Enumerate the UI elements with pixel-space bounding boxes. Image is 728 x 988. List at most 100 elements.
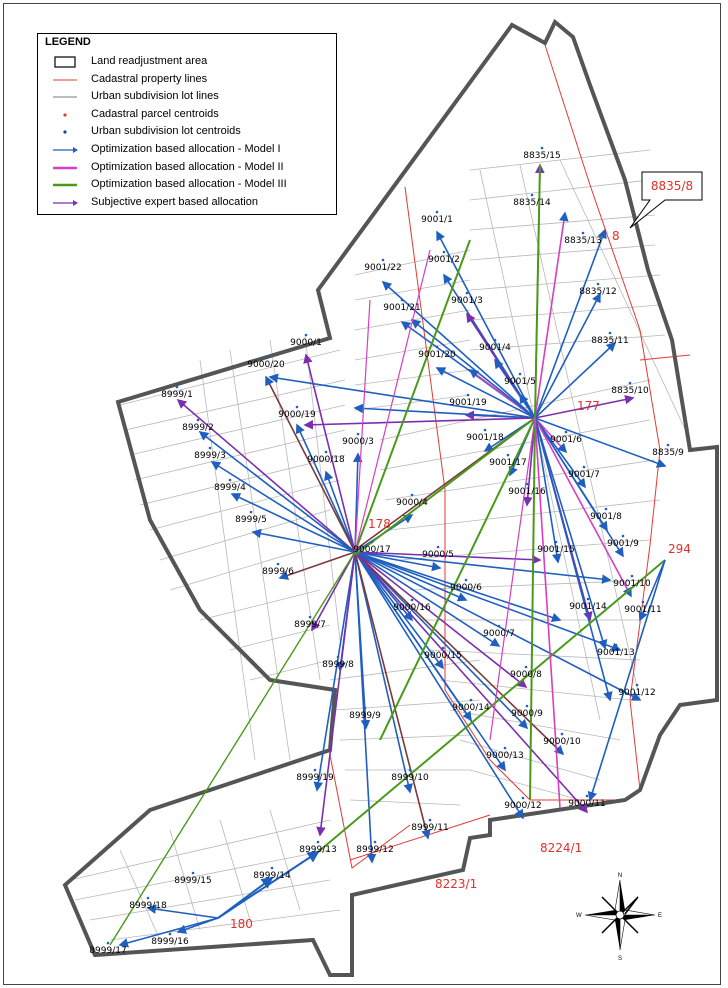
lot-centroid xyxy=(582,465,586,469)
lot-centroid xyxy=(249,510,253,514)
allocation-arrow xyxy=(354,551,524,820)
lot-label: 8999/5 xyxy=(235,515,267,525)
lot-label: 9000/15 xyxy=(424,651,461,661)
allocation-arrow xyxy=(109,551,356,946)
allocation-arrow xyxy=(354,551,589,814)
lot-label: 8999/3 xyxy=(194,451,226,461)
lot-centroid xyxy=(408,768,412,772)
lot-centroid xyxy=(276,562,280,566)
lot-label: 9001/17 xyxy=(489,458,526,468)
lot-centroid xyxy=(666,443,670,447)
allocation-arrow xyxy=(522,417,536,507)
allocation-arrow xyxy=(354,551,377,864)
lot-centroid xyxy=(381,258,385,262)
allocation-arrow xyxy=(176,917,219,934)
lot-centroid xyxy=(628,381,632,385)
lot-centroid xyxy=(469,698,473,702)
lot-label: 8999/13 xyxy=(299,845,336,855)
allocation-arrow xyxy=(354,551,622,652)
lot-centroid xyxy=(564,430,568,434)
lot-centroid xyxy=(630,574,634,578)
allocation-arrow xyxy=(268,373,536,419)
legend-item: Urban subdivision lot lines xyxy=(38,89,338,105)
lot-label: 9000/8 xyxy=(510,670,542,680)
lot-label: 9001/16 xyxy=(508,487,546,497)
allocation-arrow xyxy=(381,280,536,419)
lot-centroid xyxy=(435,345,439,349)
lot-label: 8999/7 xyxy=(294,620,326,630)
lot-centroid xyxy=(497,624,501,628)
legend-symbol xyxy=(51,56,79,68)
cadastral-label: 8 xyxy=(612,229,620,243)
allocation-arrow xyxy=(534,228,607,419)
legend-item: Cadastral parcel centroids xyxy=(38,107,338,123)
legend-item: Optimization based allocation - Model II xyxy=(38,160,338,176)
allocation-arrow xyxy=(534,417,561,809)
allocation-arrow xyxy=(379,417,536,741)
legend-label: Optimization based allocation - Model II xyxy=(91,160,284,173)
allocation-arrow xyxy=(118,917,219,948)
lot-label: 9000/3 xyxy=(342,437,374,447)
lot-centroid xyxy=(370,540,374,544)
allocation-arrow xyxy=(317,559,666,853)
lot-centroid xyxy=(493,338,497,342)
allocation-arrow xyxy=(354,551,562,623)
lot-label: 8835/12 xyxy=(579,287,616,297)
allocation-arrow xyxy=(354,239,471,553)
allocation-arrow xyxy=(354,551,565,756)
legend-label: Cadastral property lines xyxy=(91,72,208,85)
lot-centroid xyxy=(270,866,274,870)
lot-label: 9000/5 xyxy=(422,550,454,560)
lot-label: 8835/10 xyxy=(611,386,649,396)
lot-centroid xyxy=(191,871,195,875)
allocation-arrow xyxy=(354,551,529,730)
allocation-arrow xyxy=(354,417,536,556)
legend-item: Optimization based allocation - Model II… xyxy=(38,177,338,193)
lot-centroid xyxy=(410,598,414,602)
allocation-arrow xyxy=(529,417,536,801)
allocation-arrow xyxy=(354,551,444,670)
allocation-arrow xyxy=(354,551,506,772)
legend-label: Urban subdivision lot centroids xyxy=(91,125,241,138)
allocation-arrow xyxy=(354,551,442,572)
lot-label: 9001/2 xyxy=(428,255,460,265)
lot-centroid xyxy=(466,393,470,397)
lot-label: 8999/6 xyxy=(262,567,294,577)
allocation-arrow xyxy=(316,551,356,837)
lot-label: 9000/7 xyxy=(483,629,515,639)
lot-centroid xyxy=(614,643,618,647)
lot-centroid xyxy=(373,840,377,844)
allocation-arrow xyxy=(324,470,356,553)
lot-label: 9001/3 xyxy=(451,296,483,306)
lot-centroid xyxy=(428,818,432,822)
legend-label: Optimization based allocation - Model I xyxy=(91,143,281,155)
lot-centroid xyxy=(356,432,360,436)
lot-centroid xyxy=(442,250,446,254)
allocation-arrow xyxy=(436,230,536,419)
lot-label: 9000/17 xyxy=(353,545,390,555)
lot-label: 9000/19 xyxy=(278,410,316,420)
lot-centroid xyxy=(196,418,200,422)
cadastral-property-lines xyxy=(329,44,691,869)
lot-centroid xyxy=(608,331,612,335)
legend-label: Land readjustment area xyxy=(91,55,208,67)
cadastral-label: 178 xyxy=(368,517,391,531)
allocation-arrow xyxy=(251,528,356,553)
allocation-arrow xyxy=(176,398,356,553)
lot-label: 9000/20 xyxy=(247,360,285,370)
lot-centroid xyxy=(295,405,299,409)
lot-label: 8999/2 xyxy=(182,423,214,433)
lot-label: 9000/4 xyxy=(396,498,428,508)
allocation-arrow xyxy=(146,904,219,919)
allocation-arrow xyxy=(534,394,635,419)
lot-centroid xyxy=(146,896,150,900)
allocation-arrow xyxy=(410,319,536,419)
cadastral-label: 8224/1 xyxy=(540,841,582,855)
callout-label: 8835/8 xyxy=(651,179,693,193)
compass-s: S xyxy=(618,956,622,962)
allocation-arrow xyxy=(354,551,413,794)
lot-label: 9000/1 xyxy=(290,338,322,348)
allocation-arrow xyxy=(534,417,624,558)
allocation-arrow xyxy=(303,417,536,430)
lot-centroid xyxy=(208,446,212,450)
